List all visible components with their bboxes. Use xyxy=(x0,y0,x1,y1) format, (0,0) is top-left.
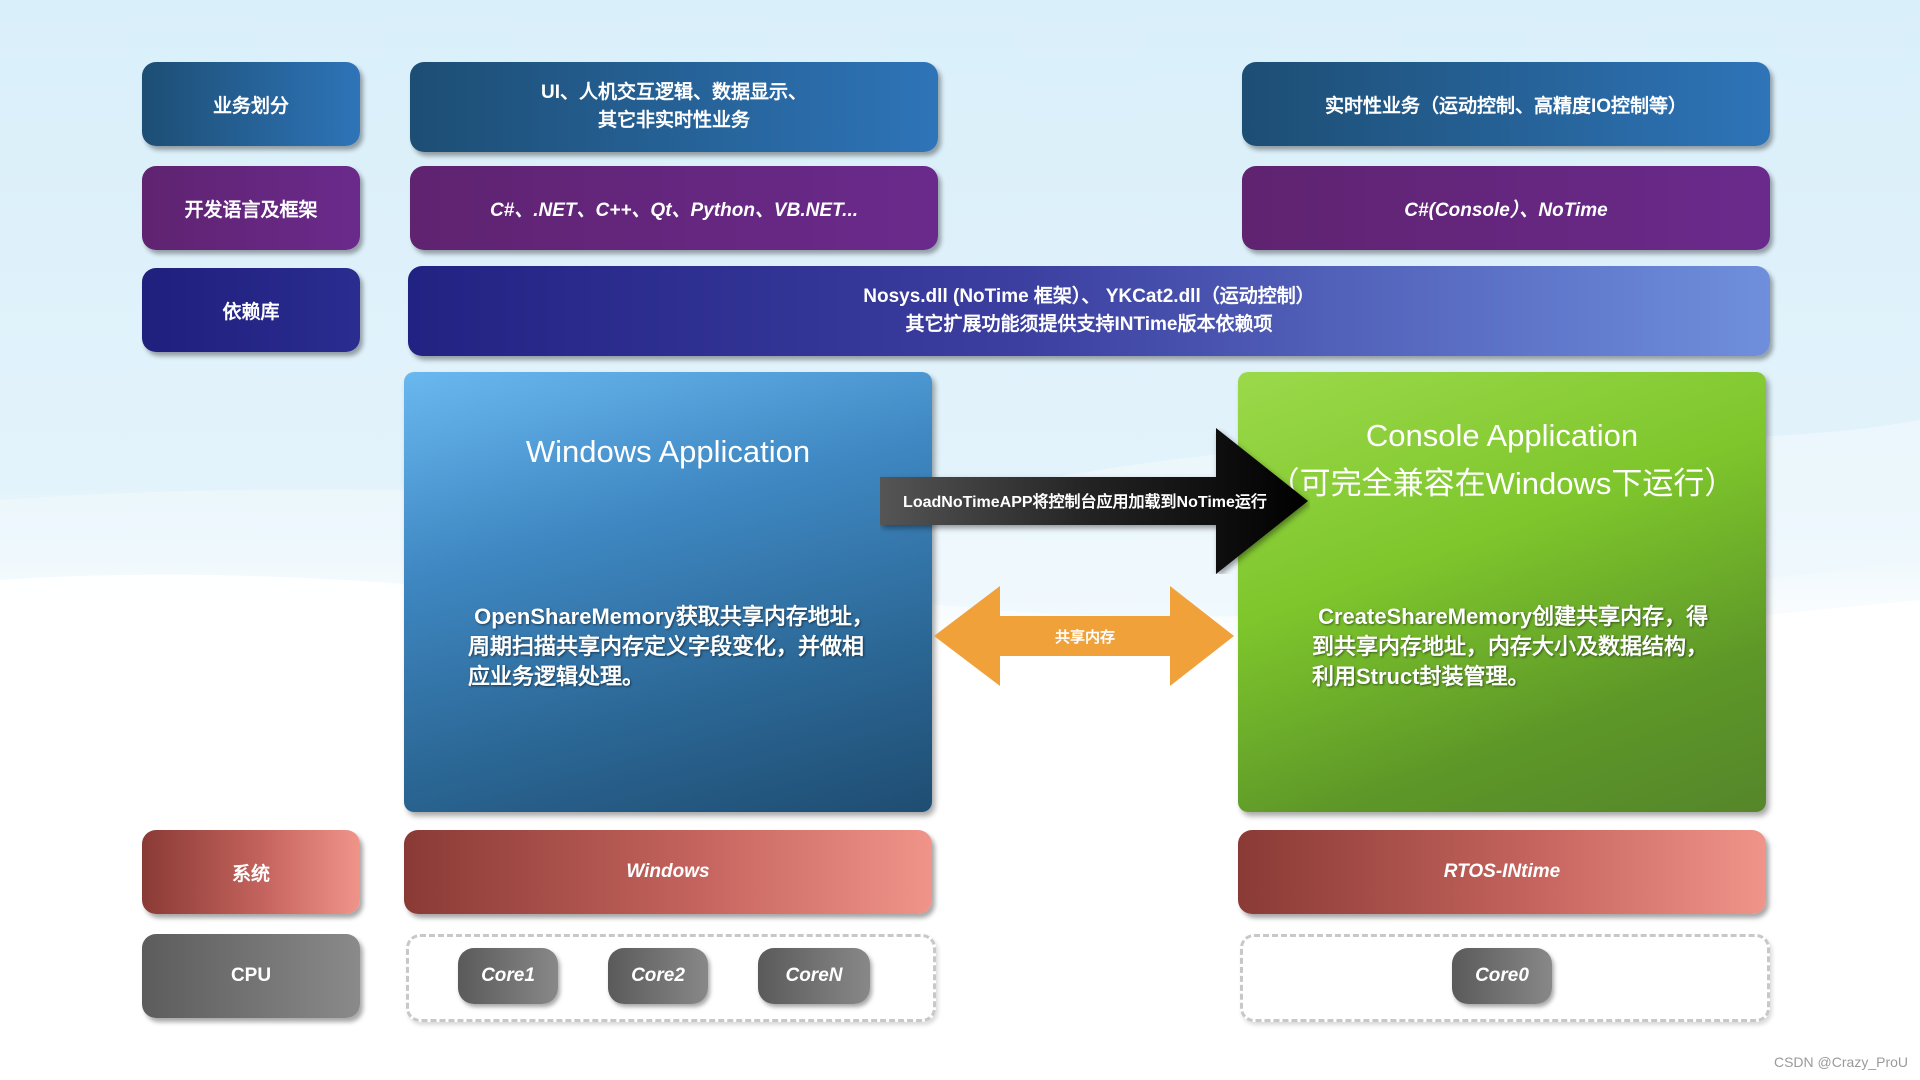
row-label-dependency: 依赖库 xyxy=(142,268,360,352)
windows-desc-line-1: OpenShareMemory获取共享内存地址， xyxy=(468,604,874,629)
row-label-cpu: CPU xyxy=(142,934,360,1018)
dependency-line-2: 其它扩展功能须提供支持INTime版本依赖项 xyxy=(905,314,1273,335)
row-label-business-text: 业务划分 xyxy=(212,95,289,117)
shared-memory-arrow xyxy=(934,586,1234,686)
language-left-text: C#、.NET、C++、Qt、Python、VB.NET... xyxy=(489,199,859,221)
windows-desc-line-3: 应业务逻辑处理。 xyxy=(468,664,645,689)
console-application-title: Console Application （可完全兼容在Windows下运行） xyxy=(1238,418,1766,503)
console-application-panel: Console Application （可完全兼容在Windows下运行） C… xyxy=(1238,372,1766,812)
console-desc-line-1: CreateShareMemory创建共享内存，得 xyxy=(1312,604,1709,629)
row-label-language: 开发语言及框架 xyxy=(142,166,360,250)
language-left-box: C#、.NET、C++、Qt、Python、VB.NET... xyxy=(410,166,938,250)
business-right-box: 实时性业务（运动控制、高精度IO控制等） xyxy=(1242,62,1770,146)
windows-desc-line-2: 周期扫描共享内存定义字段变化，并做相 xyxy=(468,634,865,659)
cpu-core-0: Core0 xyxy=(1452,948,1552,1004)
system-right-box: RTOS-INtime xyxy=(1238,830,1766,914)
business-right-text: 实时性业务（运动控制、高精度IO控制等） xyxy=(1324,95,1688,117)
language-right-box: C#(Console）、NoTime xyxy=(1242,166,1770,250)
business-left-line-2: 其它非实时性业务 xyxy=(597,110,750,131)
language-right-text: C#(Console）、NoTime xyxy=(1404,199,1608,221)
system-right-text: RTOS-INtime xyxy=(1443,861,1561,882)
dependency-line-1: Nosys.dll (NoTime 框架）、 YKCat2.dll（运动控制） xyxy=(863,286,1315,307)
cpu-core-2: Core2 xyxy=(608,948,708,1004)
row-label-cpu-text: CPU xyxy=(230,965,272,986)
cpu-core-n: CoreN xyxy=(758,948,870,1004)
console-title-line-2: （可完全兼容在Windows下运行） xyxy=(1268,466,1736,501)
windows-application-description: OpenShareMemory获取共享内存地址， 周期扫描共享内存定义字段变化，… xyxy=(468,602,908,692)
cpu-core-1-label: Core1 xyxy=(481,965,535,986)
business-left-box: UI、人机交互逻辑、数据显示、 其它非实时性业务 xyxy=(410,62,938,152)
cpu-core-2-label: Core2 xyxy=(631,965,685,986)
console-desc-line-2: 到共享内存地址，内存大小及数据结构， xyxy=(1312,634,1709,659)
row-label-dependency-text: 依赖库 xyxy=(222,301,280,323)
system-left-text: Windows xyxy=(626,861,710,882)
console-desc-line-3: 利用Struct封装管理。 xyxy=(1312,664,1530,689)
cpu-core-0-label: Core0 xyxy=(1475,965,1529,986)
cpu-right-core-group xyxy=(1240,934,1770,1022)
shared-memory-label: 共享内存 xyxy=(1054,629,1115,646)
row-label-business: 业务划分 xyxy=(142,62,360,146)
row-label-language-text: 开发语言及框架 xyxy=(184,199,318,221)
system-left-box: Windows xyxy=(404,830,932,914)
console-title-line-1: Console Application xyxy=(1365,418,1639,453)
console-application-description: CreateShareMemory创建共享内存，得 到共享内存地址，内存大小及数… xyxy=(1312,602,1752,692)
row-label-system: 系统 xyxy=(142,830,360,914)
cpu-core-n-label: CoreN xyxy=(785,965,843,986)
windows-application-title: Windows Application xyxy=(525,434,811,469)
row-label-system-text: 系统 xyxy=(231,863,270,885)
cpu-left-core-group xyxy=(406,934,936,1022)
windows-application-panel: Windows Application OpenShareMemory获取共享内… xyxy=(404,372,932,812)
watermark: CSDN @Crazy_ProU xyxy=(1773,1054,1908,1070)
load-arrow xyxy=(880,428,1308,574)
cpu-core-1: Core1 xyxy=(458,948,558,1004)
business-left-line-1: UI、人机交互逻辑、数据显示、 xyxy=(540,82,807,103)
dependency-box: Nosys.dll (NoTime 框架）、 YKCat2.dll（运动控制） … xyxy=(408,266,1770,356)
load-arrow-label: LoadNoTimeAPP将控制台应用加载到NoTime运行 xyxy=(903,494,1267,511)
